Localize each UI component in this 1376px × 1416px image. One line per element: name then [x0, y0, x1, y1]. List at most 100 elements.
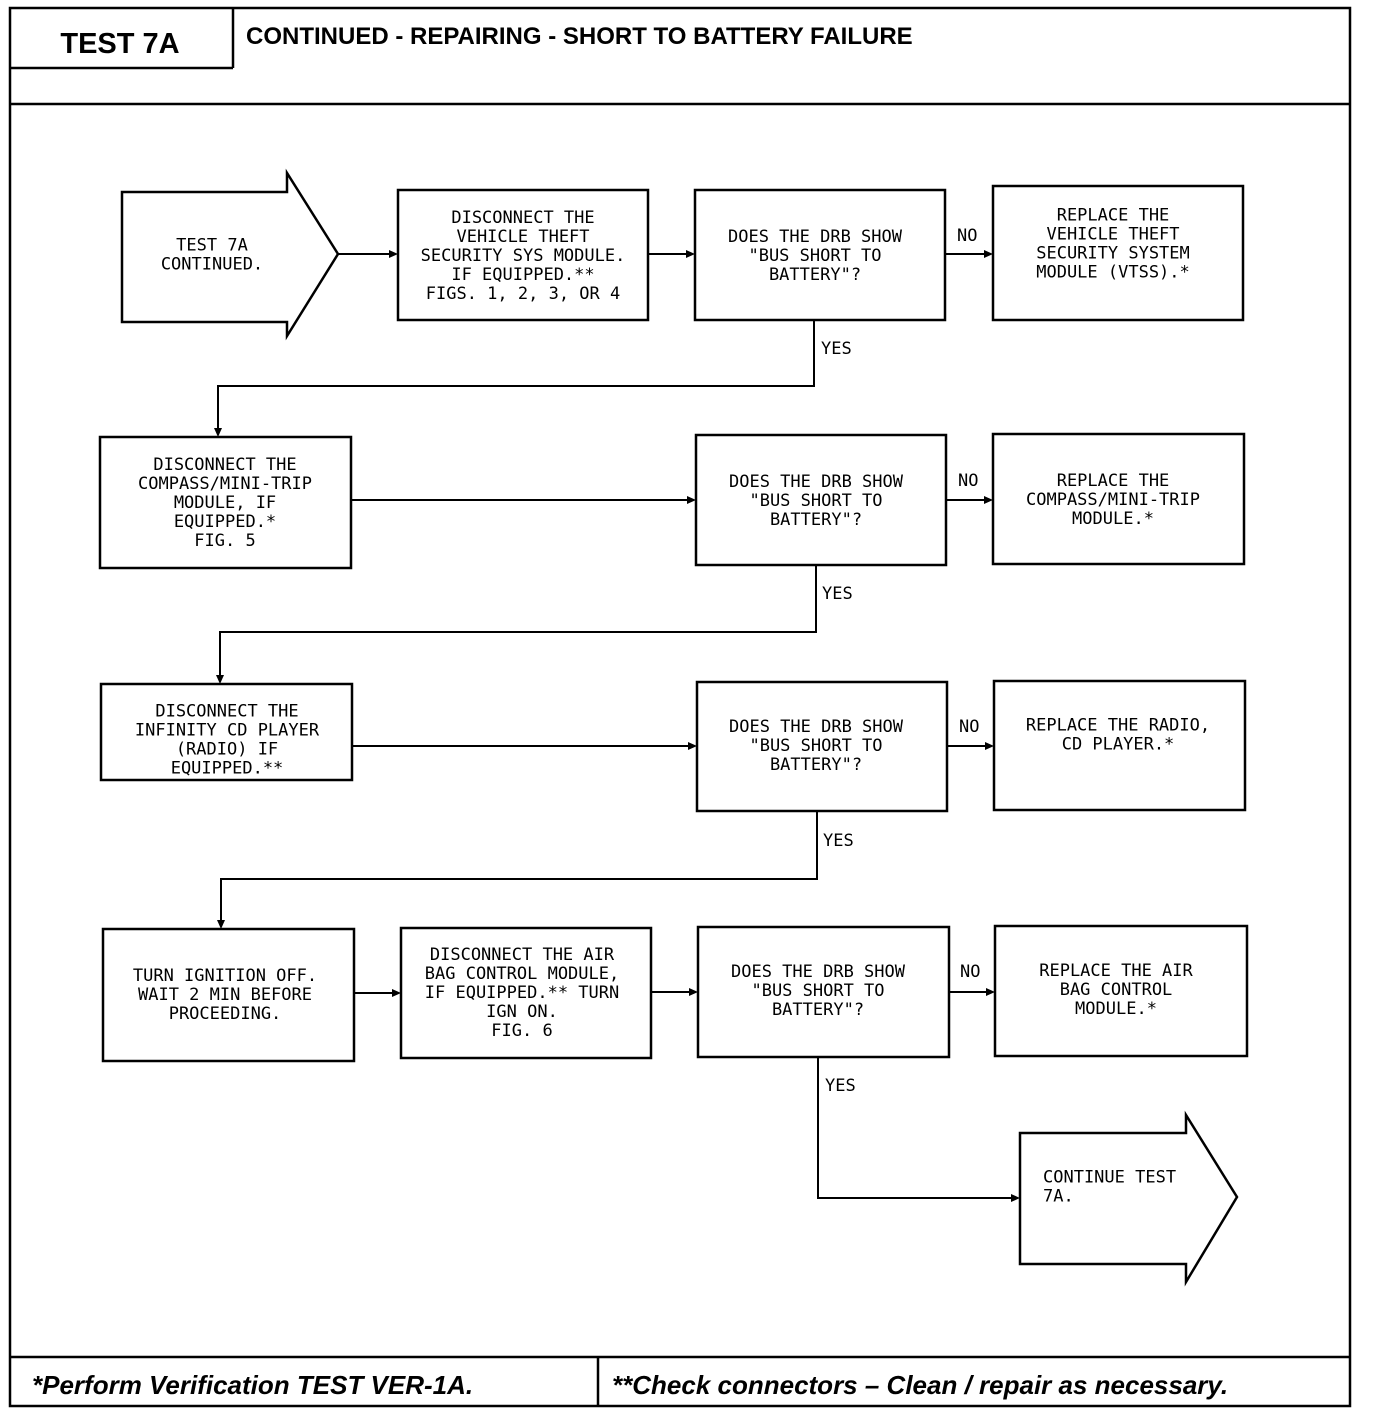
edge-q2-yes-label: YES: [822, 584, 853, 604]
node-line: DISCONNECT THE: [451, 208, 594, 228]
edge-q4-no-label: NO: [960, 962, 980, 982]
edge-q3-no-label: NO: [959, 717, 979, 737]
node-line: COMPASS/MINI-TRIP: [138, 474, 312, 494]
edge-q4-yes-arrowhead: [1011, 1194, 1020, 1202]
node-line: EQUIPPED.*: [174, 512, 276, 532]
node-replace-radio-text: REPLACE THE RADIO,CD PLAYER.*: [1026, 716, 1210, 755]
edge-q2-no-arrowhead: [984, 496, 993, 504]
edge-q4-no-arrowhead: [986, 988, 995, 996]
node-line: IGN ON.: [486, 1002, 558, 1022]
edge-q2-no-label: NO: [958, 471, 978, 491]
edge-q2-yes: [219, 565, 817, 676]
page-title: CONTINUED - REPAIRING - SHORT TO BATTERY…: [246, 23, 913, 50]
node-line: DISCONNECT THE AIR: [430, 945, 615, 965]
node-line: "BUS SHORT TO: [748, 246, 881, 266]
node-line: FIG. 6: [491, 1021, 552, 1041]
edge-q3-yes-label: YES: [823, 831, 854, 851]
node-line: DOES THE DRB SHOW: [731, 962, 906, 982]
node-line: BATTERY"?: [769, 265, 861, 285]
edge-vtss-to-q1-arrowhead: [686, 250, 695, 258]
footer-connectors-note: **Check connectors – Clean / repair as n…: [612, 1370, 1228, 1400]
node-line: BAG CONTROL MODULE,: [425, 964, 619, 984]
node-line: "BUS SHORT TO: [751, 981, 884, 1001]
edge-q1-yes: [217, 320, 815, 429]
node-line: SECURITY SYSTEM: [1036, 244, 1190, 264]
node-line: REPLACE THE AIR: [1039, 961, 1193, 981]
edge-q3-yes-arrowhead: [217, 920, 225, 929]
node-line: BAG CONTROL: [1060, 980, 1173, 1000]
node-line: TEST 7A: [176, 236, 248, 256]
edge-q1-yes-arrowhead: [214, 428, 222, 437]
node-line: VEHICLE THEFT: [456, 227, 589, 247]
node-replace-radio: REPLACE THE RADIO,CD PLAYER.*: [992, 679, 1247, 812]
edge-ignition-to-airbag-arrowhead: [392, 989, 401, 997]
node-line: IF EQUIPPED.** TURN: [425, 983, 619, 1003]
node-line: MODULE.*: [1072, 509, 1154, 529]
edge-q2-yes-arrowhead: [216, 675, 224, 684]
node-line: BATTERY"?: [772, 1000, 864, 1020]
edge-q4-yes-label: YES: [825, 1076, 856, 1096]
node-line: FIGS. 1, 2, 3, OR 4: [426, 284, 620, 304]
edge-q1-no-arrowhead: [984, 250, 993, 258]
node-line: DISCONNECT THE: [153, 455, 296, 475]
node-line: DISCONNECT THE: [155, 702, 298, 722]
node-line: 7A.: [1043, 1187, 1074, 1207]
edge-q3-yes: [220, 811, 818, 921]
edge-q4-yes: [817, 1057, 1012, 1199]
node-line: REPLACE THE: [1057, 471, 1170, 491]
node-line: CONTINUED.: [161, 255, 263, 275]
edge-airbag-to-q4-arrowhead: [689, 988, 698, 996]
node-line: SECURITY SYS MODULE.: [421, 246, 626, 266]
footer-verification-note: *Perform Verification TEST VER-1A.: [32, 1370, 473, 1400]
node-line: EQUIPPED.**: [171, 759, 284, 779]
node-line: CD PLAYER.*: [1062, 735, 1175, 755]
node-line: FIG. 5: [194, 531, 255, 551]
node-line: DOES THE DRB SHOW: [729, 717, 904, 737]
edge-cd-to-q3-arrowhead: [688, 742, 697, 750]
node-line: INFINITY CD PLAYER: [135, 721, 320, 741]
node-line: VEHICLE THEFT: [1046, 225, 1179, 245]
node-line: REPLACE THE RADIO,: [1026, 716, 1210, 736]
node-line: MODULE.*: [1075, 999, 1157, 1019]
edge-start-to-vtss-arrowhead: [389, 250, 398, 258]
node-line: CONTINUE TEST: [1043, 1168, 1176, 1188]
node-line: MODULE (VTSS).*: [1036, 263, 1190, 283]
edge-q1-yes-label: YES: [821, 339, 852, 359]
node-line: REPLACE THE: [1057, 206, 1170, 226]
test-id: TEST 7A: [60, 28, 179, 60]
node-line: DOES THE DRB SHOW: [729, 472, 904, 492]
node-line: PROCEEDING.: [169, 1004, 282, 1024]
node-line: IF EQUIPPED.**: [451, 265, 594, 285]
node-line: TURN IGNITION OFF.: [133, 966, 317, 986]
edge-compass-to-q2-arrowhead: [687, 496, 696, 504]
node-line: BATTERY"?: [770, 755, 862, 775]
node-line: MODULE, IF: [174, 493, 276, 513]
